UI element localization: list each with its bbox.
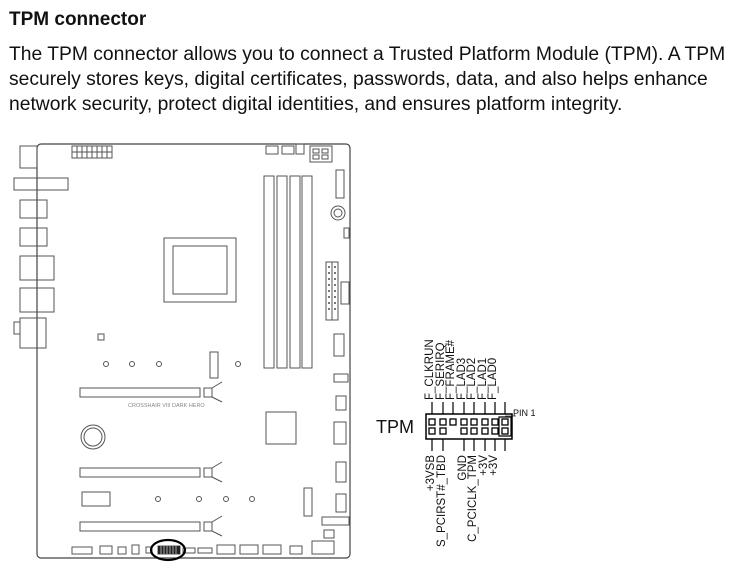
tpm-header-location [149, 538, 187, 562]
section-description: The TPM connector allows you to connect … [9, 44, 726, 115]
tpm-connector-label: TPM [376, 417, 414, 437]
pin-label-f-lad0: F_LAD0 [487, 357, 499, 400]
board-silkscreen-text: CROSSHAIR VIII DARK HERO [128, 403, 205, 409]
pin-label-s-pcirst-tbd: S_PCIRST#_TBD [436, 455, 448, 548]
section-heading: TPM connector [9, 9, 147, 30]
pin1-label: PIN 1 [513, 408, 536, 418]
tpm-pinout-diagram [425, 402, 516, 451]
pin-label-3v-b: +3V [488, 455, 500, 476]
